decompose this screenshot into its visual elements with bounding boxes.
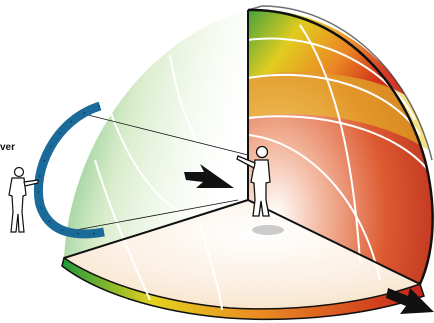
viewer-label: ver [0,142,15,153]
viewer-person-left [9,168,38,233]
